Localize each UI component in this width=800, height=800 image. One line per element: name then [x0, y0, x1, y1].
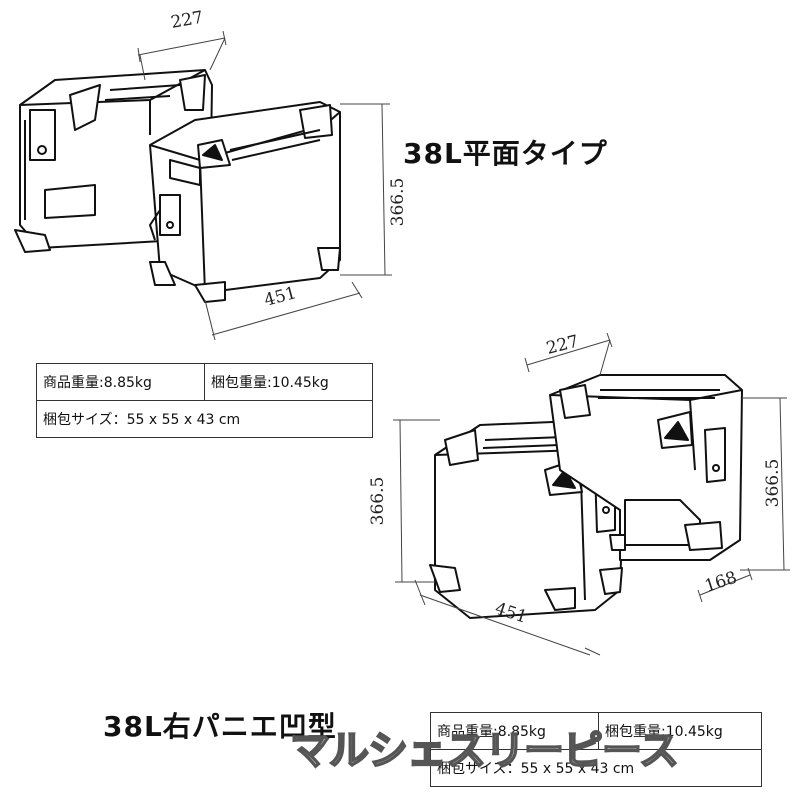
dimension-lines [137, 30, 790, 656]
bottom-depth-label: 227 [544, 332, 580, 359]
top-spec-table: 商品重量:8.85kg 梱包重量:10.45kg 梱包サイズ：55 x 55 x… [36, 363, 373, 438]
bottom-package-weight: 梱包重量:10.45kg [598, 712, 762, 750]
top-height-label: 366.5 [388, 178, 408, 227]
bottom-spec-table: 商品重量:8.85kg 梱包重量:10.45kg 梱包サイズ：55 x 55 x… [430, 712, 762, 787]
bottom-model-title: 38L右パニエ凹型 [103, 710, 337, 743]
bottom-package-size: 梱包サイズ：55 x 55 x 43 cm [430, 749, 762, 787]
shop-watermark: マルシェスリーピース [289, 727, 680, 775]
top-width-label: 451 [262, 283, 299, 311]
bottom-product-weight: 商品重量:8.85kg [430, 712, 599, 750]
top-front-case [149, 101, 341, 303]
top-product-weight: 商品重量:8.85kg [36, 363, 205, 401]
top-depth-label: 227 [169, 8, 204, 33]
bottom-back-case [549, 374, 743, 561]
top-package-size: 梱包サイズ：55 x 55 x 43 cm [36, 400, 373, 438]
top-package-weight: 梱包重量:10.45kg [204, 363, 373, 401]
bottom-recess-label: 168 [702, 568, 739, 597]
top-model-title: 38L平面タイプ [403, 137, 608, 170]
bottom-left-height-label: 366.5 [368, 477, 388, 526]
bottom-right-height-label: 366.5 [763, 459, 783, 508]
